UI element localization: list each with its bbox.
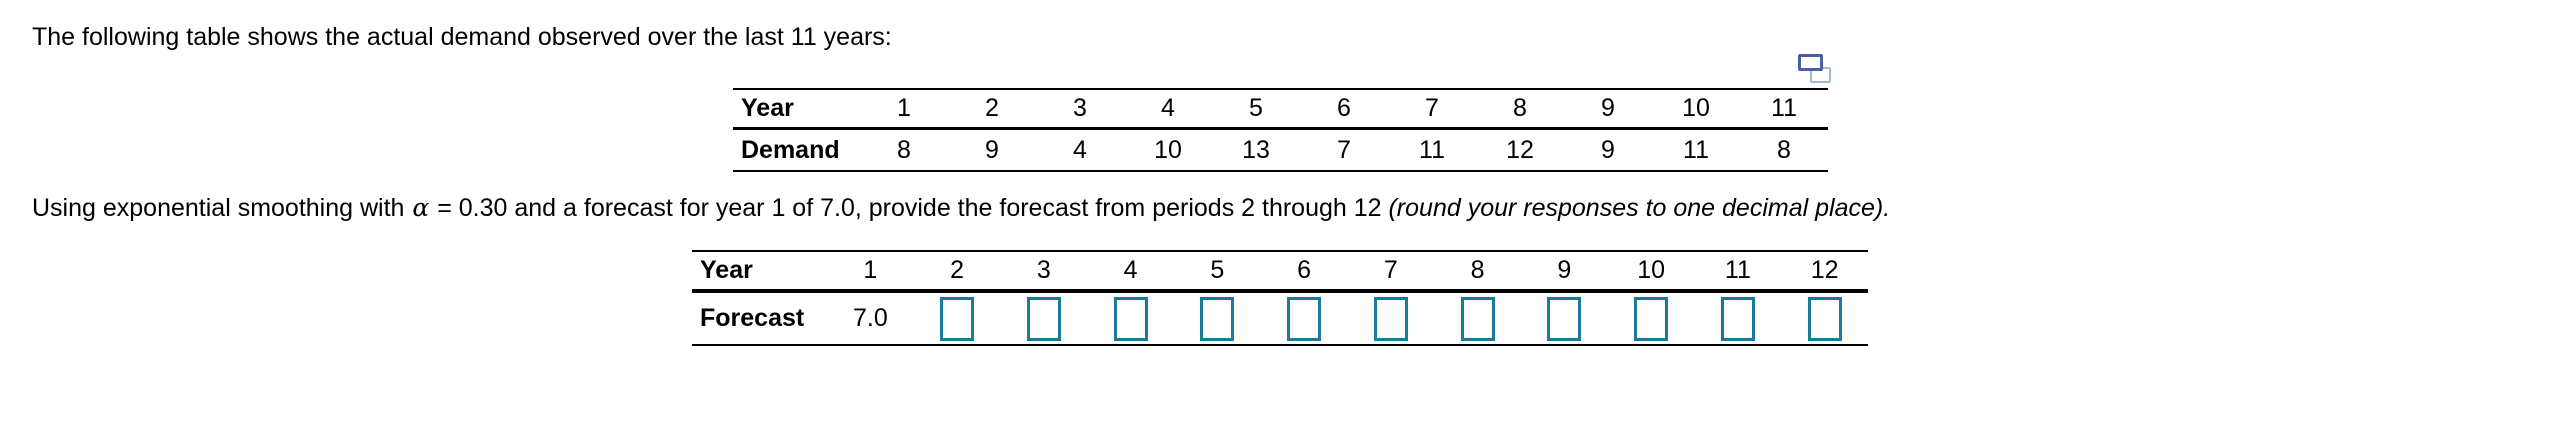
demand-row-label: Demand <box>741 135 840 164</box>
forecast-input-cell <box>1087 291 1174 345</box>
year-header-cell: 11 <box>1771 94 1797 122</box>
demand-table-demand-row: Demand 8 9 4 10 13 7 11 12 9 11 8 <box>733 129 1828 171</box>
forecast-row-label: Forecast <box>700 304 805 332</box>
forecast-input-year-9[interactable] <box>1547 296 1582 341</box>
demand-value-cell: 11 <box>1419 135 1445 164</box>
demand-value-cell: 8 <box>1777 135 1791 164</box>
demand-value-cell: 4 <box>1073 135 1087 164</box>
intro-text: The following table shows the actual dem… <box>32 23 892 51</box>
year-header-cell: 2 <box>950 256 965 284</box>
year-header-cell: 11 <box>1724 256 1751 284</box>
forecast-input-year-6[interactable] <box>1287 296 1322 341</box>
forecast-input-year-12[interactable] <box>1807 296 1842 341</box>
year-header-cell: 5 <box>1210 256 1225 284</box>
year-header-cell: 3 <box>1036 256 1051 284</box>
year-header-cell: 8 <box>1513 94 1527 122</box>
forecast-input-cell <box>1781 291 1868 345</box>
demand-value-cell: 9 <box>1601 135 1615 164</box>
year-header-cell: 6 <box>1297 256 1312 284</box>
forecast-input-year-8[interactable] <box>1460 296 1495 341</box>
demand-value-cell: 8 <box>897 135 911 164</box>
duplicate-icon-front-rect <box>1798 54 1823 71</box>
year-header-cell: 9 <box>1601 94 1615 122</box>
forecast-input-cell <box>1608 291 1695 345</box>
demand-value-cell: 11 <box>1683 135 1709 164</box>
year-row-label: Year <box>741 94 794 122</box>
forecast-input-cell <box>1434 291 1521 345</box>
demand-table-year-row: Year 1 2 3 4 5 6 7 8 9 10 11 <box>733 89 1828 129</box>
forecast-input-year-5[interactable] <box>1200 296 1235 341</box>
year-header-cell: 1 <box>863 256 878 284</box>
forecast-input-year-7[interactable] <box>1373 296 1408 341</box>
forecast-input-year-11[interactable] <box>1720 296 1755 341</box>
forecast-input-year-10[interactable] <box>1634 296 1669 341</box>
year-header-cell: 6 <box>1337 94 1351 122</box>
instruction-before-alpha: Using exponential smoothing with <box>32 194 412 222</box>
year-header-cell: 3 <box>1073 94 1087 122</box>
demand-value-cell: 13 <box>1242 135 1270 164</box>
year-header-cell: 2 <box>985 94 999 122</box>
demand-value-cell: 9 <box>985 135 999 164</box>
year-header-cell: 12 <box>1810 256 1839 284</box>
year-header-cell: 4 <box>1123 256 1138 284</box>
forecast-input-cell <box>914 291 1001 345</box>
forecast-input-cell <box>1001 291 1088 345</box>
year-header-cell: 10 <box>1682 94 1710 122</box>
year-header-cell: 9 <box>1557 256 1572 284</box>
forecast-input-cell <box>1174 291 1261 345</box>
forecast-input-year-4[interactable] <box>1113 296 1148 341</box>
instruction-italic-note: (round your responses to one decimal pla… <box>1388 194 1891 222</box>
alpha-symbol: α <box>412 193 430 222</box>
forecast-initial-value-cell: 7.0 <box>852 304 888 332</box>
instruction-text: Using exponential smoothing with α = 0.3… <box>32 193 1890 223</box>
year-header-cell: 8 <box>1470 256 1485 284</box>
demand-value-cell: 10 <box>1154 135 1182 164</box>
demand-value-cell: 7 <box>1337 135 1351 164</box>
forecast-input-cell <box>1348 291 1435 345</box>
year-header-cell: 5 <box>1249 94 1263 122</box>
year-header-cell: 1 <box>897 94 911 122</box>
forecast-input-year-2[interactable] <box>940 296 975 341</box>
forecast-input-cell <box>1521 291 1608 345</box>
year-header-cell: 10 <box>1637 256 1666 284</box>
year-header-cell: 4 <box>1161 94 1175 122</box>
forecast-input-cell <box>1261 291 1348 345</box>
year-header-cell: 7 <box>1425 94 1439 122</box>
forecast-input-cell <box>1695 291 1782 345</box>
year-header-cell: 7 <box>1383 256 1398 284</box>
duplicate-question-icon[interactable] <box>1798 54 1834 88</box>
instruction-after-alpha: = 0.30 and a forecast for year 1 of 7.0,… <box>430 194 1389 222</box>
year-row-label: Year <box>700 256 753 284</box>
forecast-row: Forecast 7.0 <box>692 291 1868 345</box>
forecast-input-year-3[interactable] <box>1026 296 1061 341</box>
demand-value-cell: 12 <box>1506 135 1534 164</box>
